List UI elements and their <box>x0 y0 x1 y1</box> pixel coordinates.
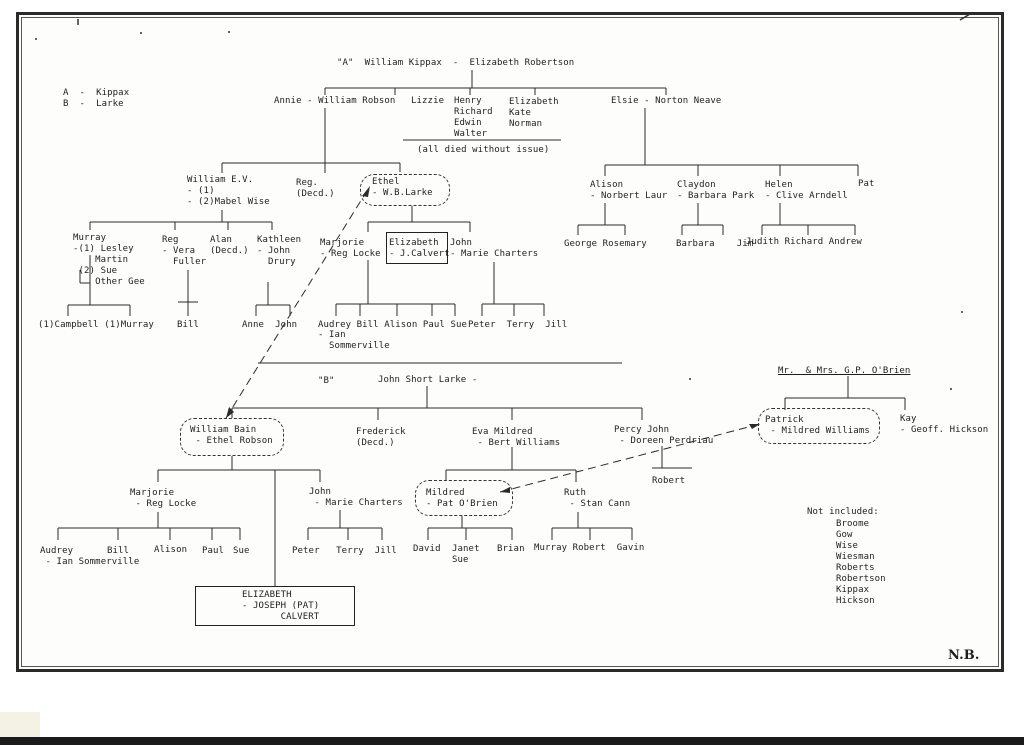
patrick-highlight-oval <box>758 408 880 444</box>
mildred-pat-obrien: Mildred - Pat O'Brien <box>426 488 498 509</box>
elizabeth-joseph-pat-calvert: ELIZABETH - JOSEPH (PAT) CALVERT <box>242 590 320 622</box>
percy-john-doreen-perdriau: Percy John - Doreen Perdriau <box>614 425 714 446</box>
obrien-root: Mr. & Mrs. G.P. O'Brien <box>778 366 911 376</box>
william-ev: William E.V. - (1) - (2)Mabel Wise <box>187 175 270 207</box>
murray-lesley-sue: Murray -(1) Lesley Martin (2) Sue Other … <box>73 233 145 287</box>
william-bain-highlight-oval <box>180 418 284 456</box>
campbell-murray: (1)Campbell (1)Murray <box>38 320 154 330</box>
speck <box>35 38 37 40</box>
elizabeth-joseph-box <box>195 586 355 626</box>
scan-corner <box>0 712 40 737</box>
marjorie-reg-locke: Marjorie - Reg Locke <box>320 238 381 259</box>
elizabeth-kate-norman: Elizabeth Kate Norman <box>509 97 559 129</box>
tree-b-root: John Short Larke - <box>378 375 478 385</box>
patrick-mildred-williams: Patrick - Mildred Williams <box>765 415 870 436</box>
robert: Robert <box>652 476 686 486</box>
legend-a: A - Kippax <box>63 88 130 98</box>
brian: Brian <box>497 544 525 554</box>
alan-decd: Alan (Decd.) <box>210 235 249 256</box>
bill: Bill <box>177 320 200 330</box>
elizabeth-j-calvert: Elizabeth - J.Calvert <box>389 238 450 259</box>
initials: N.B. <box>948 648 980 663</box>
reg-vera-fuller: Reg - Vera Fuller <box>162 235 207 267</box>
no-issue-note: (all died without issue) <box>417 145 550 155</box>
alison-norbert-laur: Alison - Norbert Laur <box>590 180 668 201</box>
not-included-heading: Not included: <box>807 507 879 517</box>
claydon-barbara-park: Claydon - Barbara Park <box>677 180 755 201</box>
speck <box>961 311 963 313</box>
john-marie-charters-b: John - Marie Charters <box>309 487 403 508</box>
scan-edge <box>0 737 1024 745</box>
ian-sommerville: - Ian Sommerville <box>318 330 390 351</box>
tree-a-root: "A" William Kippax - Elizabeth Robertson <box>337 58 575 68</box>
elizabeth-calvert-box <box>386 232 448 264</box>
paul-b: Paul <box>202 546 225 556</box>
henry-richard-edwin-walter: Henry Richard Edwin Walter <box>454 96 493 139</box>
audrey-bill-alison-paul-sue: Audrey Bill Alison Paul Sue <box>318 320 467 330</box>
legend-b: B - Larke <box>63 99 124 109</box>
speck <box>140 32 142 34</box>
elsie-norton-neave: Elsie - Norton Neave <box>611 96 722 106</box>
ruth-stan-cann: Ruth - Stan Cann <box>564 488 631 509</box>
helen-clive-arndell: Helen - Clive Arndell <box>765 180 848 201</box>
tree-b-label: "B" <box>318 376 335 386</box>
bill-b: Bill <box>107 546 130 556</box>
kathleen-john-drury: Kathleen - John Drury <box>257 235 302 267</box>
judith-richard-andrew: Judith Richard Andrew <box>746 237 862 247</box>
audrey-ian-sommerville: Audrey - Ian Sommerville <box>40 546 140 567</box>
speck <box>950 388 952 390</box>
speck <box>689 378 691 380</box>
william-bain-ethel-robson: William Bain - Ethel Robson <box>190 425 273 446</box>
murray-robert-gavin: Murray Robert Gavin <box>534 543 645 553</box>
ethel-wb-larke: Ethel - W.B.Larke <box>372 177 433 198</box>
mildred-highlight-oval <box>415 480 513 516</box>
annie-william-robson: Annie - William Robson <box>274 96 396 106</box>
eva-mildred-bert-williams: Eva Mildred - Bert Williams <box>472 427 561 448</box>
lizzie: Lizzie <box>411 96 445 106</box>
kay-geoff-hickson: Kay - Geoff. Hickson <box>900 414 989 435</box>
frederick-decd: Frederick (Decd.) <box>356 427 406 448</box>
page-inner-border <box>21 17 999 667</box>
alison-b: Alison <box>154 545 188 555</box>
speck <box>228 31 230 33</box>
barbara-jim: Barbara Jim <box>676 239 754 249</box>
david: David <box>413 544 441 554</box>
janet-sue: Janet Sue <box>452 544 480 565</box>
george-rosemary: George Rosemary <box>564 239 647 249</box>
peter-terry-jill-b: Peter Terry Jill <box>292 546 397 556</box>
reg-decd: Reg. (Decd.) <box>296 178 335 199</box>
not-included-names: Broome Gow Wise Wiesman Roberts Robertso… <box>836 519 886 606</box>
peter-terry-jill: Peter Terry Jill <box>468 320 568 330</box>
marjorie-reg-locke-b: Marjorie - Reg Locke <box>130 488 197 509</box>
sue-b: Sue <box>233 546 250 556</box>
pat: Pat <box>858 179 875 189</box>
ethel-highlight-oval <box>360 174 450 206</box>
john-marie-charters: John - Marie Charters <box>450 238 539 259</box>
anne-john: Anne John <box>242 320 298 330</box>
page-border <box>16 12 1004 672</box>
